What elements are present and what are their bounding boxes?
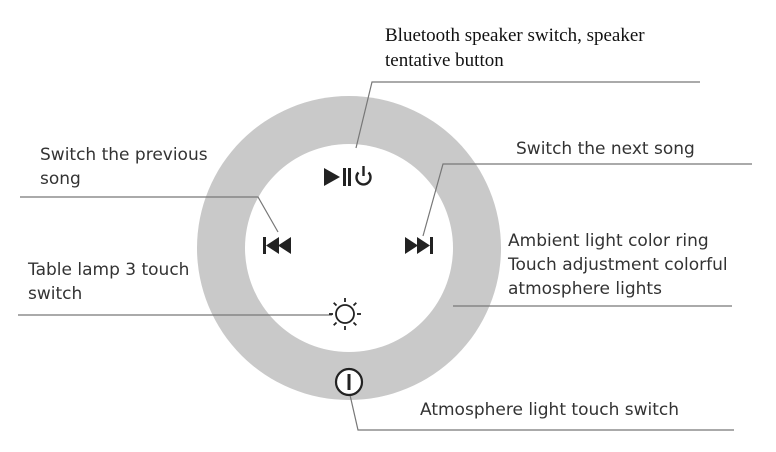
label-ambient-line3: atmosphere lights: [508, 279, 662, 299]
leader-next: [422, 163, 752, 237]
next-track-icon[interactable]: [405, 237, 433, 254]
label-bluetooth-line1: Bluetooth speaker switch, speaker: [385, 25, 645, 46]
play-pause-power-icon[interactable]: [324, 166, 372, 186]
leader-bluetooth: [355, 81, 700, 149]
label-table-lamp: Table lamp 3 touch switch: [28, 258, 189, 306]
label-previous-song: Switch the previous song: [40, 143, 208, 191]
leader-atmosphere: [349, 394, 734, 431]
leader-previous: [20, 196, 279, 233]
label-previous-line1: Switch the previous: [40, 145, 208, 165]
label-lamp-line1: Table lamp 3 touch: [28, 260, 190, 280]
label-bluetooth-line2: tentative button: [385, 50, 504, 71]
sun-icon[interactable]: [329, 298, 361, 330]
control-face: [245, 144, 453, 352]
previous-track-icon[interactable]: [263, 237, 291, 254]
label-ambient-line1: Ambient light color ring: [508, 231, 709, 251]
label-next-song: Switch the next song: [516, 137, 695, 161]
label-atmosphere-switch: Atmosphere light touch switch: [420, 398, 679, 422]
label-previous-line2: song: [40, 169, 81, 189]
label-bluetooth-switch: Bluetooth speaker switch, speaker tentat…: [385, 23, 645, 73]
label-ambient-line2: Touch adjustment colorful: [508, 255, 728, 275]
label-lamp-line2: switch: [28, 284, 83, 304]
label-ambient-ring: Ambient light color ring Touch adjustmen…: [508, 229, 728, 301]
label-atmosphere-line: Atmosphere light touch switch: [420, 400, 680, 420]
leader-lines: [18, 81, 752, 431]
power-icon[interactable]: [334, 367, 364, 397]
label-next-line: Switch the next song: [516, 139, 695, 159]
